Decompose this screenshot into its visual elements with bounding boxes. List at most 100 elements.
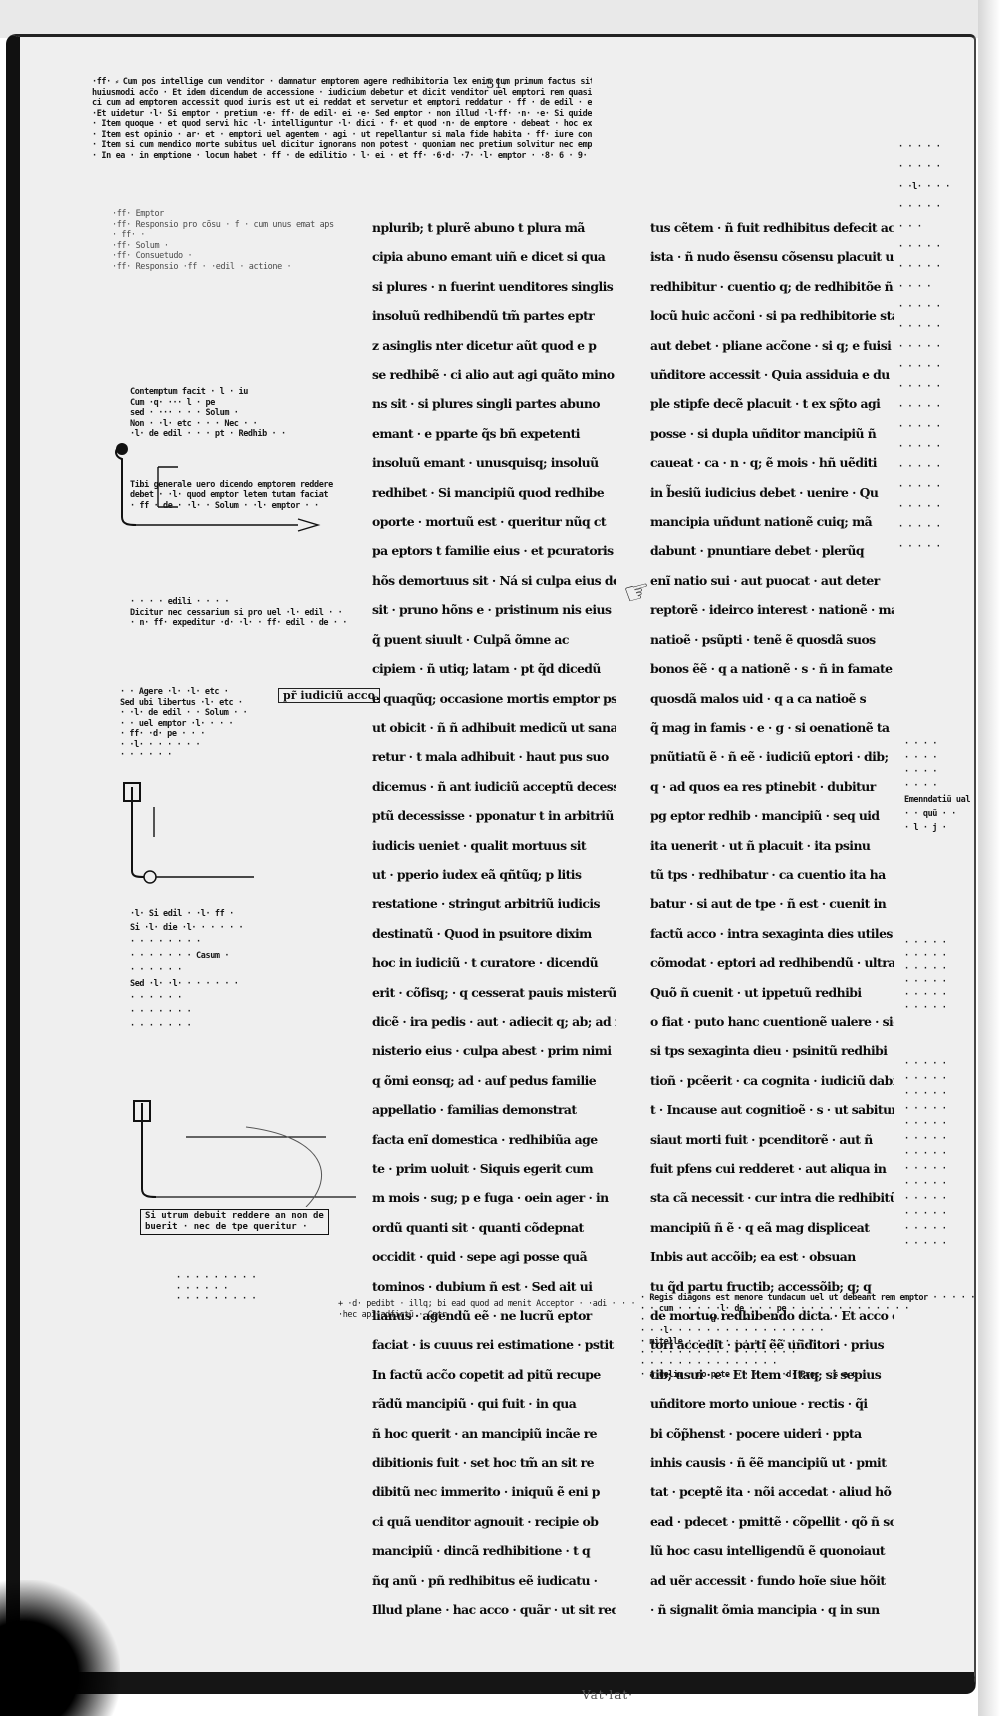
gloss-line: · · · · · — [898, 542, 941, 552]
right-margin-gloss-1: · · · · · · · · · · · ·l· · · · · · · · … — [898, 137, 974, 557]
gloss-line: · · · · · — [898, 262, 941, 272]
text-line: q̃ mag in famis · e · g · si oenationẽ t… — [650, 719, 890, 735]
gloss-line: · · cum · · · · ·l· de · · · pe · · · · … — [640, 1304, 909, 1314]
margin-bracket-diagram-3 — [133, 1100, 356, 1207]
text-line: ead · pdecet · pmittẽ · cõpellit · qõ ñ … — [650, 1513, 894, 1529]
text-line: ple stipfe decẽ placuit · t ex sp̃to agi — [650, 396, 881, 412]
text-line: quosdã malos uid · q a ca natioẽ s — [650, 690, 867, 706]
text-line: bi cõp̃henst · pocere uideri · ppta — [650, 1425, 862, 1441]
gloss-line: · · · · — [904, 767, 938, 777]
text-line: inhis causis · ñ ẽẽ mancipiũ ut · pmit — [650, 1455, 887, 1471]
gloss-line: · · · · · — [904, 1194, 947, 1204]
gloss-line: · · · · · — [904, 1119, 947, 1129]
gloss-line: · · · · · — [898, 462, 941, 472]
text-line: tat · pceptẽ ita · nõi accedat · aliud h… — [650, 1484, 892, 1500]
left-gloss-5: ·l· Si edil · ·l· ff · Si ·l· die ·l· · … — [130, 907, 360, 1033]
gloss-line: ci cum ad emptorem accessit quod iuris e… — [92, 98, 592, 108]
text-line: tioñ · pcẽerit · ca cognita · iudiciũ da… — [650, 1072, 894, 1088]
text-line: te · prim uoluit · Siquis egerit cum — [372, 1161, 594, 1176]
text-line: t · Incause aut cognitioẽ · s · ut sabit… — [650, 1102, 894, 1118]
gloss-line: · · · · · · — [176, 1283, 228, 1294]
gloss-line: · mitelle · · · · · · · · · · · · · · — [640, 1337, 815, 1347]
left-gloss-1: ·ff· Emptor ·ff· Responsio pro cõsu · f … — [112, 209, 352, 272]
text-line: tus cẽtem · ñ fuit redhibitus defecit ac… — [650, 220, 894, 235]
text-line: caueat · ca · n · q; ẽ mois · hñ uẽditi — [650, 455, 878, 471]
text-line: destinatũ · Quod in psuitore dixim — [372, 925, 592, 941]
gloss-line: · · · · · — [904, 977, 947, 987]
right-margin-gloss-3: · · · · · · · · · · · · · · · · · · · · … — [904, 937, 974, 1015]
gloss-line: · · · · · — [898, 162, 941, 172]
gloss-line: · · · · · · · Casum · — [130, 951, 230, 961]
text-line: nisterio eius · culpa abest · prim nimi — [372, 1043, 612, 1059]
text-line: mancipia uñdunt nationẽ cuiq; mã — [650, 514, 873, 530]
gloss-line: · · · · · · — [130, 993, 182, 1003]
gloss-line: ·ff· Emptor — [112, 209, 164, 219]
text-line: rãdũ mancipiũ · qui fuit · in qua — [372, 1396, 577, 1412]
scan-background-top — [0, 0, 1000, 38]
gloss-line: · · · · · — [904, 1104, 947, 1114]
text-line: siaut morti fuit · pcenditorẽ · aut ñ — [650, 1131, 873, 1147]
left-gloss-3: · · · · edili · · · · Dicitur nec cessar… — [130, 597, 360, 629]
margin-bracket-diagram-1 — [115, 443, 321, 532]
gloss-line: · · · · · — [898, 382, 941, 392]
gloss-line: · · · · · · · · · · · · · · · — [640, 1359, 777, 1369]
text-line: redhibitur · cuentio q; de redhibitõe ñ … — [650, 278, 894, 294]
text-line: ad uẽr accessit · fundo hoĩe siue hõit — [650, 1572, 886, 1588]
gloss-line: · · · · · — [904, 1059, 947, 1069]
gloss-line: · · · · · — [898, 342, 941, 352]
main-text-column-left: nplurib; t plurẽ abuno t plura mã cipia … — [372, 213, 616, 1625]
text-line: ñq anũ · pñ redhibitus eẽ iudicatu · — [372, 1572, 598, 1588]
gloss-line: · a uelim · no pote · · · · · ·d· Proc ·… — [640, 1370, 858, 1380]
gloss-line: Contemptum facit · l · iu — [130, 387, 248, 397]
text-line: fuit pfens cui redderet · aut aliqua in — [650, 1161, 887, 1176]
text-line: hõs demortuus sit · Ná si culpa eius dec… — [372, 572, 616, 588]
gloss-line: · · · · · — [898, 202, 941, 212]
gloss-line: · · · · · · · · — [130, 937, 201, 947]
text-line: ñ hoc querit · an mancipiũ incãe re — [372, 1425, 598, 1441]
gloss-line: · ·l· de edil · · Solum · · — [120, 708, 248, 718]
gloss-line: ·Et uidetur ·l· Si emptor · pretium ·e· … — [92, 108, 592, 119]
gloss-line: Si ·l· die ·l· · · · · · — [130, 923, 244, 933]
gloss-line: Emenndatiũ ual — [904, 795, 971, 805]
gloss-line: · · · · · — [898, 442, 941, 452]
gloss-line: · · · · · — [904, 1164, 947, 1174]
text-line: pg eptor redhib · mancipiũ · seq uid — [650, 808, 880, 824]
gloss-line: · · · · · — [898, 482, 941, 492]
gloss-line: · · · · · · · · · — [176, 1294, 257, 1304]
gloss-line: · · · · · — [898, 362, 941, 372]
gloss-line: · · · · · — [904, 951, 947, 961]
margin-bracket-diagram-2 — [123, 782, 254, 884]
text-line: batur · si aut de tpe · ñ est · cuenit i… — [650, 896, 887, 912]
text-line: ns sit · si plures singli partes abuno — [372, 396, 601, 412]
scan-background-right — [978, 0, 1000, 1716]
gloss-line: · · · · · — [904, 1074, 947, 1084]
gloss-line: · · quũ · · — [904, 809, 956, 819]
text-line: pnũtiatũ ẽ · ñ eẽ · iudiciũ eptori · dib… — [650, 749, 889, 765]
gloss-line: · · · · — [904, 781, 938, 791]
gloss-line: ·ff· ⸗ Cum pos intellige cum venditor · … — [92, 77, 592, 87]
text-line: · ñ signalit õmia mancipia · q in sun — [650, 1602, 880, 1618]
text-line: ci quã uenditor agnouit · recipie ob — [372, 1513, 599, 1529]
text-line: e quaqũq; occasione mortis emptor psit — [372, 690, 616, 706]
gloss-line: · ·l· · · · — [898, 182, 950, 192]
gloss-line: ·ff· Responsio ·ff · ·edil · actione · — [112, 261, 292, 272]
text-line: restatione · stringut arbitriũ iudicis — [372, 896, 601, 912]
text-line: mancipiũ · dincã redhibitione · t q — [372, 1543, 591, 1559]
text-line: bonos ẽẽ · q a nationẽ · s · ñ in famate… — [650, 661, 894, 677]
catchword-box: pr̃ iudiciũ acco — [278, 688, 380, 703]
text-line: dicẽ · ira pedis · aut · adiecit q; ab; … — [372, 1013, 616, 1029]
gloss-line: Sed ·l· ·l· · · · · · · — [130, 979, 239, 989]
text-line: reptorẽ · ideirco interest · nationẽ · m… — [650, 602, 894, 618]
text-line: insoluũ emant · unusquisq; insoluũ — [372, 455, 599, 471]
text-line: ista · ñ nudo ẽsensu cõsensu placuit ut — [650, 249, 894, 265]
gloss-line: · · ·l· · · · · · · · · · · · · · · · · — [640, 1326, 824, 1336]
gloss-line: · · · · · — [898, 142, 941, 152]
left-gloss-2: Contemptum facit · l · iu Cum ·q· ··· l … — [130, 387, 352, 511]
boxed-rubric-note: Si utrum debuit reddere an non de buerit… — [140, 1209, 329, 1235]
text-line: Inbis aut accõib; ea est · obsuan — [650, 1249, 856, 1265]
text-line: oporte · mortuũ est · queritur nũq ct — [372, 514, 607, 530]
gloss-line: · · · · · — [898, 242, 941, 252]
text-line: appellatio · familias demonstrat — [372, 1102, 577, 1118]
text-line: nplurib; t plurẽ abuno t plura mã — [372, 220, 585, 235]
text-line: retur · t mala adhibuit · haut pus suo — [372, 749, 609, 765]
